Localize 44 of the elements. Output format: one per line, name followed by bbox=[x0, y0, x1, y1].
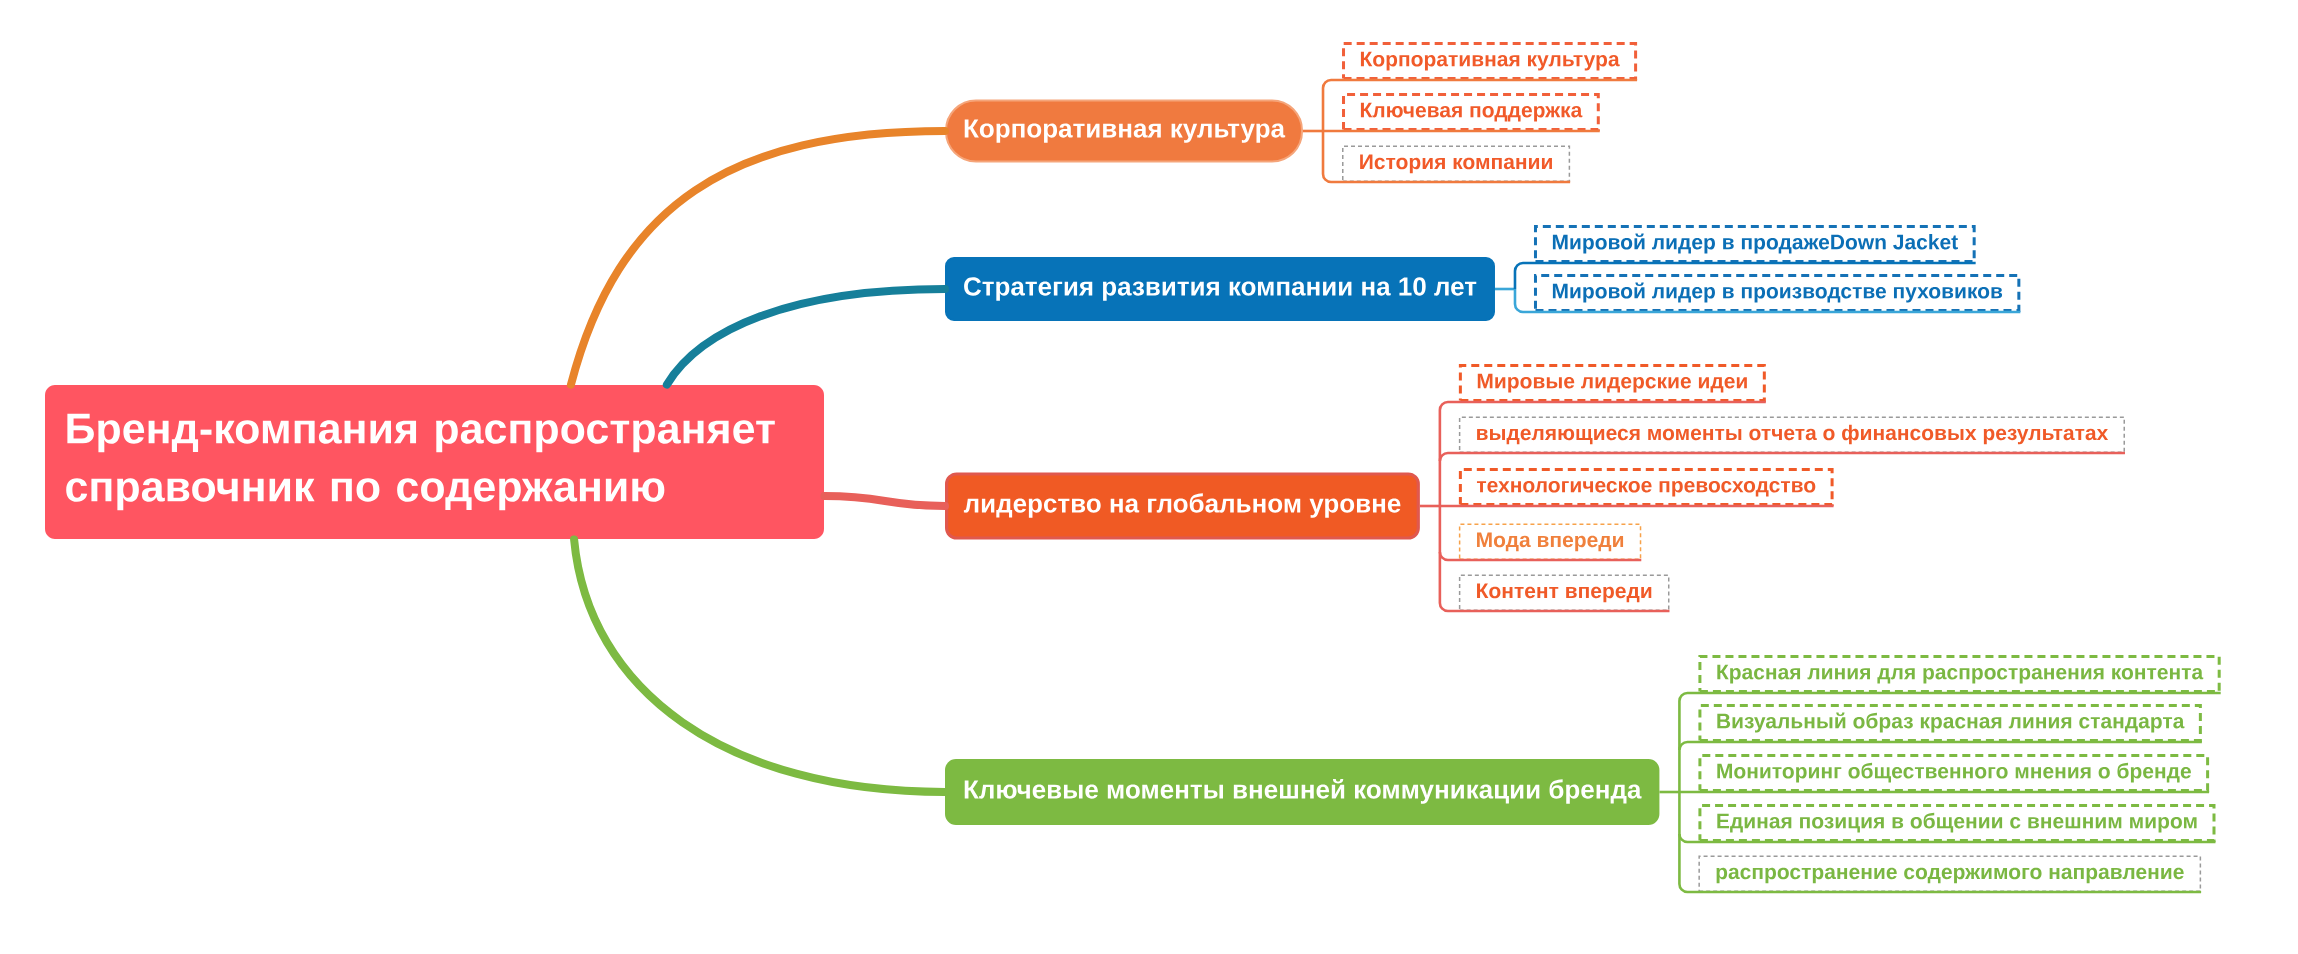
bracket-connector bbox=[1321, 78, 1638, 131]
connector-line bbox=[1419, 504, 1440, 508]
subtopic-box: Контент впереди bbox=[1458, 574, 1670, 611]
subtopic-box: Мировой лидер в продажеDown Jacket bbox=[1534, 225, 1976, 263]
connector-line bbox=[1659, 790, 1680, 794]
connector-line bbox=[1438, 506, 1442, 552]
bracket-connector bbox=[1438, 551, 1642, 562]
curved-connector bbox=[820, 492, 949, 510]
subtopic-box: технологическое превосходство bbox=[1458, 468, 1834, 506]
bracket-connector bbox=[1513, 261, 1976, 289]
connector-line bbox=[1678, 750, 1681, 792]
bracket-connector bbox=[1438, 451, 2125, 462]
subtopic-box: выделяющиеся моменты отчета о финансовых результатах bbox=[1458, 416, 2125, 453]
topic-box: Корпоративная культура bbox=[945, 99, 1303, 163]
subtopic-box: Ключевая поддержка bbox=[1342, 93, 1600, 131]
bracket-connector bbox=[1678, 691, 2221, 750]
connector-line bbox=[1303, 129, 1323, 133]
connector-line bbox=[1438, 461, 1442, 506]
connector-line bbox=[1678, 792, 1681, 834]
curved-connector bbox=[567, 127, 949, 389]
subtopic-box: Красная линия для распространения контента bbox=[1698, 655, 2221, 693]
subtopic-box: История компании bbox=[1342, 145, 1571, 182]
bracket-connector bbox=[1323, 129, 1600, 133]
bracket-connector bbox=[1678, 834, 2202, 894]
subtopic-box: Корпоративная культура bbox=[1342, 42, 1638, 80]
subtopic-box: Мониторинг общественного мнения о бренде bbox=[1698, 754, 2210, 792]
subtopic-box: Мировые лидерские идеи bbox=[1458, 364, 1766, 402]
bracket-connector bbox=[1438, 552, 1670, 613]
subtopic-box: Мода впереди bbox=[1458, 523, 1642, 560]
topic-box: Стратегия развития компании на 10 лет bbox=[945, 257, 1495, 321]
connector-line bbox=[1495, 287, 1515, 291]
topic-box: лидерство на глобальном уровне bbox=[945, 472, 1420, 540]
curved-connector bbox=[662, 285, 949, 389]
bracket-connector bbox=[1438, 400, 1766, 461]
topic-box: Ключевые моменты внешней коммуникации бренда bbox=[945, 759, 1660, 825]
subtopic-box: Визуальный образ красная линия стандарта bbox=[1698, 704, 2202, 742]
subtopic-box: распространение содержимого направление bbox=[1698, 855, 2202, 892]
bracket-connector bbox=[1439, 504, 1834, 508]
bracket-connector bbox=[1679, 790, 2210, 794]
subtopic-box: Единая позиция в общении с внешним миром bbox=[1698, 804, 2216, 842]
subtopic-box: Мировой лидер в производстве пуховиков bbox=[1534, 274, 2021, 312]
central-topic: Бренд-компания распространяет справочник по содержанию bbox=[45, 385, 824, 539]
bracket-connector bbox=[1321, 131, 1571, 184]
bracket-connector bbox=[1513, 289, 2021, 314]
